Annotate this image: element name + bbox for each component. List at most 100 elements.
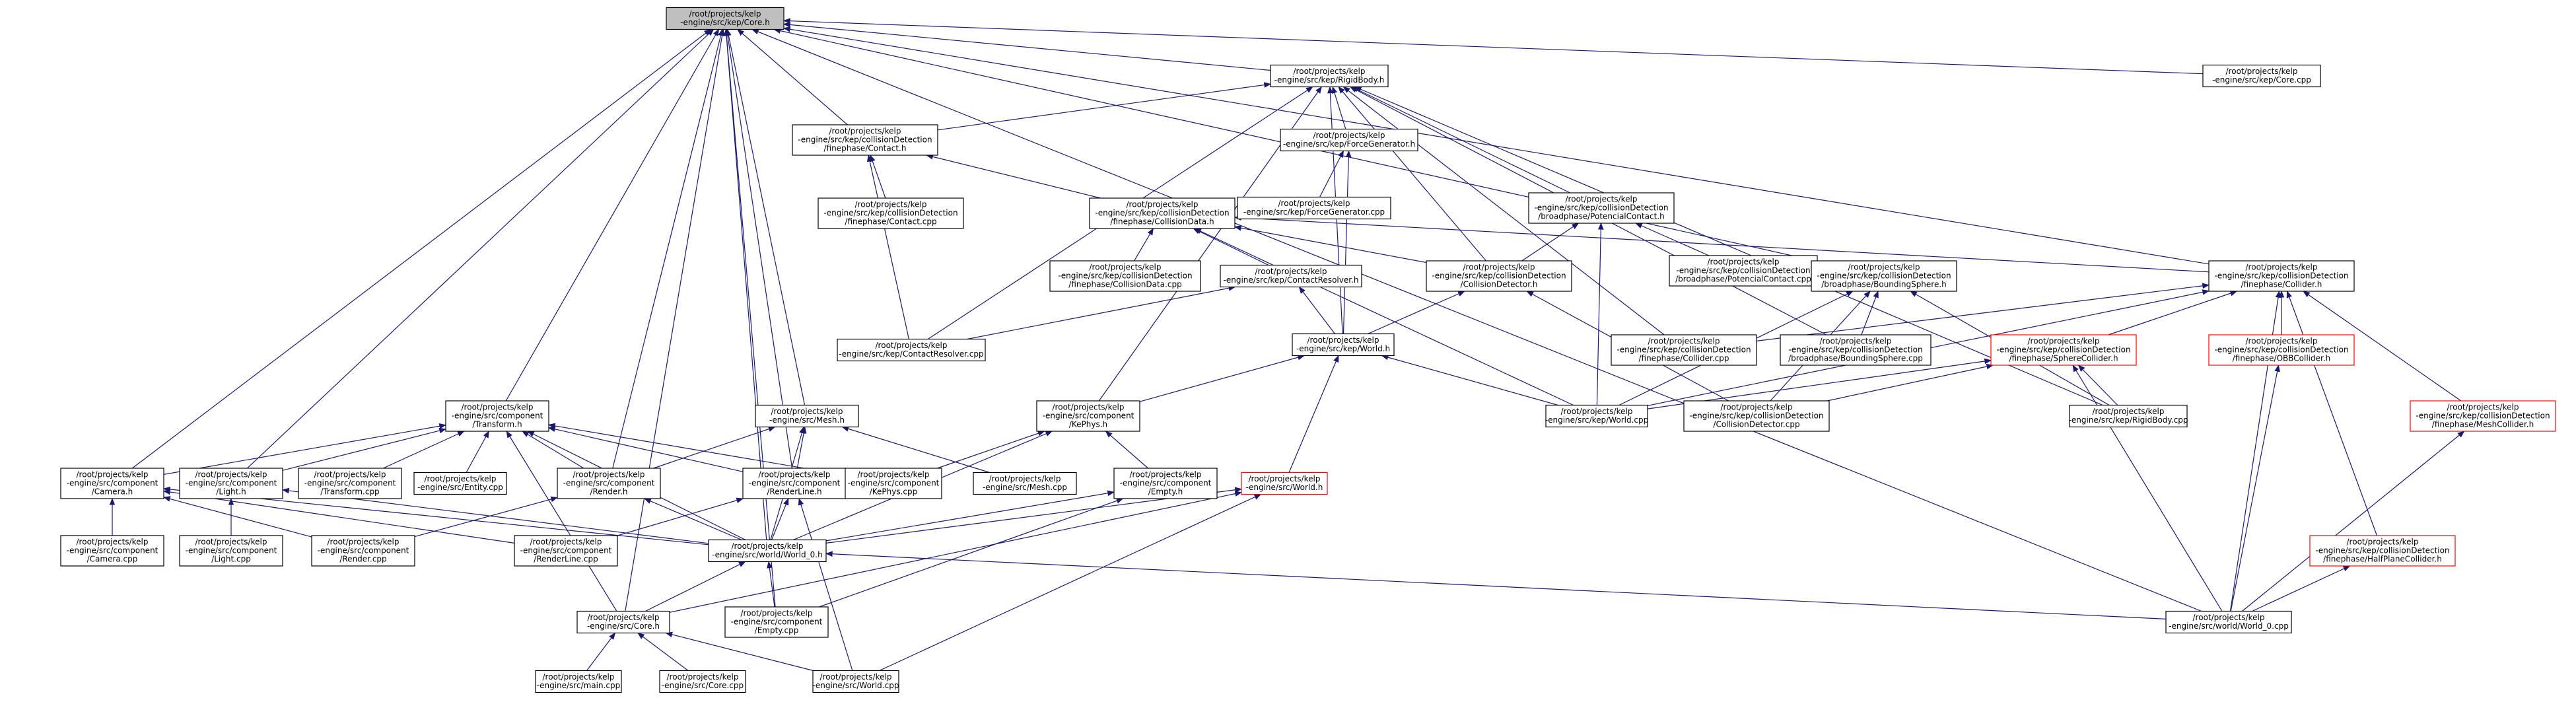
file-node-halfplane-h[interactable]: /root/projects/kelp-engine/src/kep/colli…: [2309, 535, 2456, 567]
node-box: [535, 670, 622, 693]
node-label-line: /root/projects/kelp: [1313, 131, 1385, 140]
file-node-render-cpp[interactable]: /root/projects/kelp-engine/src/component…: [311, 535, 415, 567]
file-node-obbcollider-h[interactable]: /root/projects/kelp-engine/src/kep/colli…: [2208, 334, 2355, 366]
file-node-renderline-h[interactable]: /root/projects/kelp-engine/src/component…: [742, 468, 847, 499]
node-label-line: -engine/src/kep/World.h: [1296, 344, 1390, 353]
file-node-core-h[interactable]: /root/projects/kelp-engine/src/kep/Core.…: [666, 7, 784, 30]
file-node-empty-cpp[interactable]: /root/projects/kelp-engine/src/component…: [724, 606, 829, 638]
node-label-line: /root/projects/kelp: [1255, 267, 1327, 276]
include-edge: [506, 431, 617, 612]
file-node-world0-h[interactable]: /root/projects/kelp-engine/src/world/Wor…: [708, 539, 827, 563]
node-box: [755, 404, 859, 428]
file-node-contactresolver-h[interactable]: /root/projects/kelp-engine/src/kep/Conta…: [1220, 264, 1362, 288]
file-node-potcontact-cpp[interactable]: /root/projects/kelp-engine/src/kep/colli…: [1669, 255, 1818, 287]
node-box: [413, 472, 507, 495]
node-box: [818, 197, 964, 229]
file-node-transform-h[interactable]: /root/projects/kelp-engine/src/component…: [445, 400, 549, 432]
node-label-line: /root/projects/kelp: [1561, 407, 1633, 416]
include-edge: [586, 632, 616, 671]
file-node-src-core-cpp[interactable]: /root/projects/kelp-engine/src/Core.cpp: [659, 670, 746, 693]
file-node-forcegen-h[interactable]: /root/projects/kelp-engine/src/kep/Force…: [1280, 128, 1418, 152]
file-node-camera-cpp[interactable]: /root/projects/kelp-engine/src/component…: [60, 535, 164, 567]
file-node-render-h[interactable]: /root/projects/kelp-engine/src/component…: [557, 468, 661, 499]
node-label-line: /root/projects/kelp: [2246, 263, 2318, 272]
node-label-line: /broadphase/BoundingSphere.h: [1821, 280, 1947, 289]
node-label-line: /root/projects/kelp: [1130, 470, 1202, 479]
file-node-kep-core-cpp[interactable]: /root/projects/kelp-engine/src/kep/Core.…: [2202, 64, 2321, 88]
file-node-camera-h[interactable]: /root/projects/kelp-engine/src/component…: [60, 468, 164, 499]
file-node-src-core-h[interactable]: /root/projects/kelp-engine/src/Core.h: [576, 610, 670, 634]
node-label-line: /root/projects/kelp: [1648, 337, 1720, 346]
include-edge: [841, 426, 990, 474]
file-node-mesh-cpp[interactable]: /root/projects/kelp-engine/src/Mesh.cpp: [973, 472, 1077, 495]
node-label-line: -engine/src/component: [731, 617, 823, 627]
file-node-collider-cpp[interactable]: /root/projects/kelp-engine/src/kep/colli…: [1611, 334, 1757, 366]
node-label-line: /root/projects/kelp: [1848, 263, 1920, 272]
include-edge: [162, 496, 312, 538]
include-edge: [162, 489, 515, 544]
file-node-entity-cpp[interactable]: /root/projects/kelp-engine/src/Entity.cp…: [413, 472, 507, 495]
node-label-line: /root/projects/kelp: [741, 609, 813, 618]
node-label-line: -engine/src/component: [749, 479, 841, 488]
node-label-line: /root/projects/kelp: [1053, 403, 1125, 412]
file-node-boundsphere-cpp[interactable]: /root/projects/kelp-engine/src/kep/colli…: [1780, 334, 1932, 366]
file-node-light-h[interactable]: /root/projects/kelp-engine/src/component…: [179, 468, 283, 499]
file-node-kephys-h[interactable]: /root/projects/kelp-engine/src/component…: [1036, 400, 1140, 432]
include-edge: [1319, 150, 1344, 197]
file-node-meshcollider-h[interactable]: /root/projects/kelp-engine/src/kep/colli…: [2410, 400, 2556, 432]
file-node-main-cpp[interactable]: /root/projects/kelp-engine/src/main.cpp: [535, 670, 622, 693]
node-label-line: /root/projects/kelp: [2028, 337, 2100, 346]
node-label-line: /Render.h: [590, 487, 627, 497]
include-edge: [726, 28, 806, 405]
file-node-contactresolver-cpp[interactable]: /root/projects/kelp-engine/src/kep/Conta…: [837, 338, 986, 362]
file-node-world-cpp[interactable]: /root/projects/kelp-engine/src/World.cpp: [812, 670, 899, 693]
file-node-spherecollider-h[interactable]: /root/projects/kelp-engine/src/kep/colli…: [1990, 334, 2137, 366]
file-node-kephys-cpp[interactable]: /root/projects/kelp-engine/src/component…: [845, 468, 942, 499]
node-label-line: /root/projects/kelp: [1708, 258, 1780, 267]
file-node-light-cpp[interactable]: /root/projects/kelp-engine/src/component…: [179, 535, 283, 567]
include-edge: [1596, 222, 1604, 405]
include-edge: [1827, 363, 1994, 402]
file-node-transform-cpp[interactable]: /root/projects/kelp-engine/src/component…: [298, 468, 402, 499]
file-node-contact-cpp[interactable]: /root/projects/kelp-engine/src/kep/colli…: [818, 197, 964, 229]
file-node-contact-h[interactable]: /root/projects/kelp-engine/src/kep/colli…: [792, 124, 938, 156]
include-edge: [522, 431, 584, 469]
file-node-forcegen-cpp[interactable]: /root/projects/kelp-engine/src/kep/Force…: [1237, 196, 1391, 220]
node-label-line: /Transform.h: [472, 420, 522, 429]
file-node-colldata-h[interactable]: /root/projects/kelp-engine/src/kep/colli…: [1089, 197, 1236, 229]
node-label-line: /root/projects/kelp: [462, 403, 534, 412]
file-node-world0-cpp[interactable]: /root/projects/kelp-engine/src/world/Wor…: [2165, 610, 2292, 634]
node-label-line: /CollisionDetector.cpp: [1713, 420, 1799, 429]
node-label-line: /RenderLine.h: [767, 487, 821, 497]
file-node-empty-h[interactable]: /root/projects/kelp-engine/src/component…: [1113, 468, 1218, 499]
include-edge: [282, 427, 447, 471]
node-box: [2208, 334, 2355, 366]
file-node-colldetector-h[interactable]: /root/projects/kelp-engine/src/kep/colli…: [1426, 260, 1572, 292]
node-label-line: -engine/src/kep/RigidBody.cpp: [2069, 415, 2188, 425]
node-box: [742, 468, 847, 499]
include-edge: [825, 551, 2167, 619]
node-label-line: /root/projects/kelp: [195, 470, 267, 479]
file-node-mesh-h[interactable]: /root/projects/kelp-engine/src/Mesh.h: [755, 404, 859, 428]
file-node-colldata-cpp[interactable]: /root/projects/kelp-engine/src/kep/colli…: [1049, 260, 1201, 292]
node-box: [179, 468, 283, 499]
node-label-line: /finephase/MeshCollider.h: [2432, 420, 2534, 429]
node-label-line: /root/projects/kelp: [1127, 200, 1199, 209]
file-node-potcontact-h[interactable]: /root/projects/kelp-engine/src/kep/colli…: [1528, 192, 1675, 224]
include-edge: [1521, 223, 1580, 262]
file-node-kep-world-h[interactable]: /root/projects/kelp-engine/src/kep/World…: [1292, 333, 1395, 357]
nodes-layer: /root/projects/kelp-engine/src/kep/Core.…: [60, 7, 2556, 693]
file-node-kep-world-cpp[interactable]: /root/projects/kelp-engine/src/kep/World…: [1545, 404, 1648, 428]
file-node-colldetector-cpp[interactable]: /root/projects/kelp-engine/src/kep/colli…: [1683, 400, 1830, 432]
file-node-rigidbody-cpp[interactable]: /root/projects/kelp-engine/src/kep/Rigid…: [2069, 404, 2188, 428]
file-node-renderline-cpp[interactable]: /root/projects/kelp-engine/src/component…: [514, 535, 618, 567]
file-node-boundsphere-h[interactable]: /root/projects/kelp-engine/src/kep/colli…: [1811, 260, 1957, 292]
node-label-line: -engine/src/component: [563, 479, 655, 488]
file-node-world-h[interactable]: /root/projects/kelp-engine/src/World.h: [1241, 472, 1328, 495]
file-node-collider-h[interactable]: /root/projects/kelp-engine/src/kep/colli…: [2208, 260, 2355, 292]
node-label-line: -engine/src/kep/collisionDetection: [1996, 345, 2130, 355]
node-label-line: -engine/src/World.h: [1246, 483, 1323, 492]
file-node-rigidbody-h[interactable]: /root/projects/kelp-engine/src/kep/Rigid…: [1270, 64, 1389, 88]
node-box: [1611, 334, 1757, 366]
